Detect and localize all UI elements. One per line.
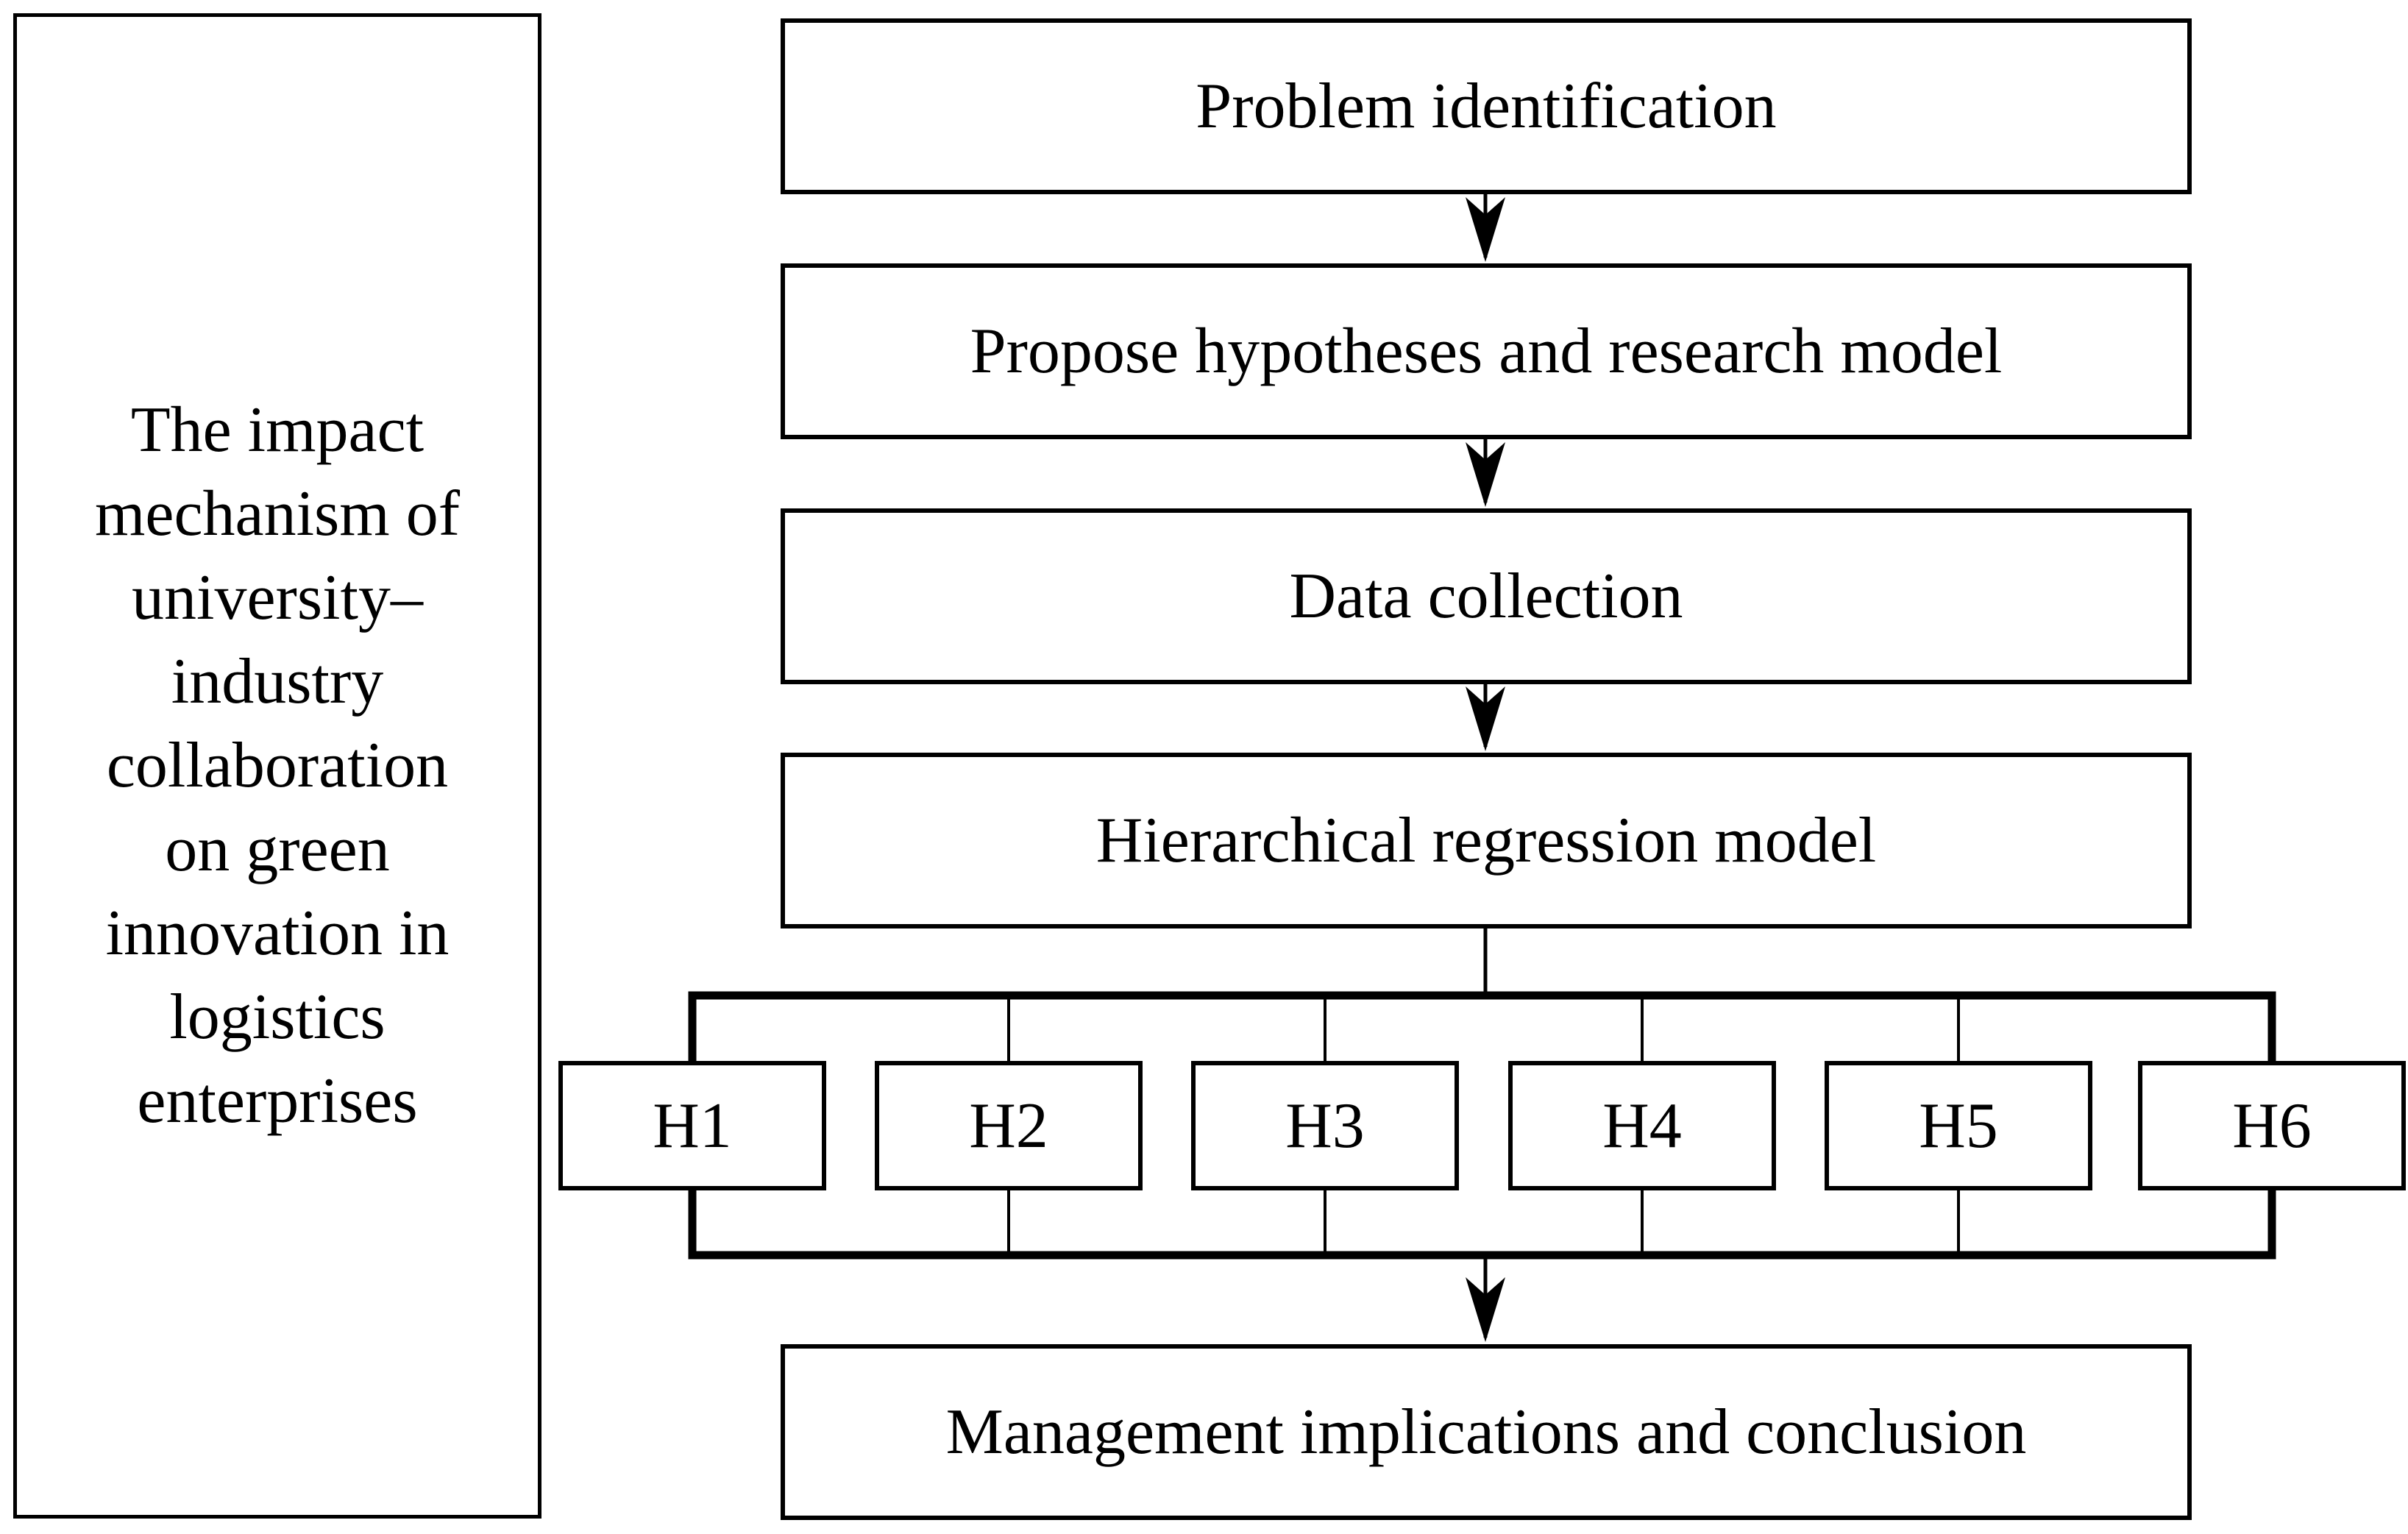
step-label: Propose hypotheses and research model	[970, 316, 2003, 387]
step-label: Management implications and conclusion	[945, 1396, 2027, 1468]
top-bus-rail	[688, 991, 2276, 1063]
hypothesis-box-h2: H2	[875, 1061, 1143, 1190]
hypothesis-box-h5: H5	[1825, 1061, 2092, 1190]
step-label: Data collection	[1289, 561, 1683, 632]
study-title-text: The impact mechanism of university– indu…	[94, 394, 461, 1137]
hypothesis-label: H3	[1285, 1090, 1365, 1162]
bottom-bus-risers	[1007, 1188, 1960, 1255]
study-title-box: The impact mechanism of university– indu…	[13, 13, 541, 1519]
hypothesis-label: H2	[969, 1090, 1048, 1162]
hypothesis-label: H6	[2232, 1090, 2312, 1162]
arrow-step2-to-step3	[1466, 439, 1505, 507]
top-bus-drops	[1007, 995, 1960, 1063]
hypothesis-box-h1: H1	[558, 1061, 826, 1190]
step-label: Problem identification	[1196, 71, 1777, 142]
step-data-collection: Data collection	[781, 508, 2192, 684]
step-hierarchical-regression: Hierarchical regression model	[781, 753, 2192, 928]
hypothesis-box-h6: H6	[2138, 1061, 2406, 1190]
arrow-step1-to-step2	[1466, 193, 1505, 262]
hypothesis-label: H4	[1602, 1090, 1682, 1162]
hypothesis-label: H5	[1919, 1090, 1998, 1162]
bottom-bus-rail	[688, 1188, 2276, 1260]
arrow-bus-to-step5	[1466, 1255, 1505, 1342]
step-label: Hierarchical regression model	[1095, 805, 1877, 876]
hypothesis-box-h4: H4	[1508, 1061, 1776, 1190]
step-problem-identification: Problem identification	[781, 18, 2192, 194]
step-propose-hypotheses: Propose hypotheses and research model	[781, 263, 2192, 439]
arrow-step3-to-step4	[1466, 683, 1505, 751]
step-management-conclusion: Management implications and conclusion	[781, 1344, 2192, 1520]
hypothesis-box-h3: H3	[1191, 1061, 1459, 1190]
hypothesis-label: H1	[653, 1090, 732, 1162]
